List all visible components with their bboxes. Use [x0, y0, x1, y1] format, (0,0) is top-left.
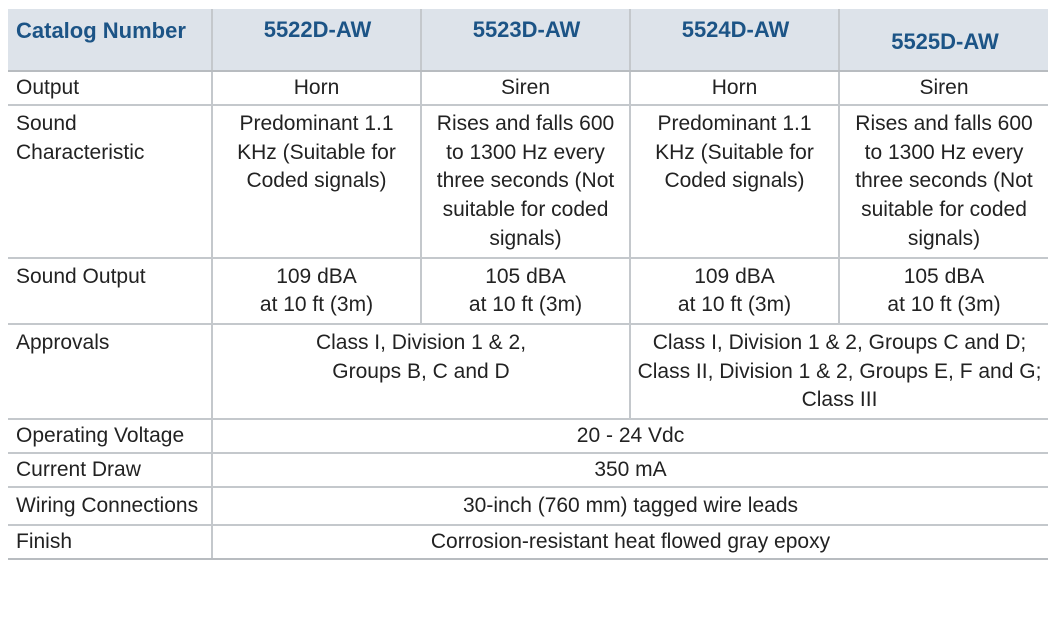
approvals-line: Class I, Division 1 & 2, Groups C and D;	[652, 330, 1027, 354]
sound-distance: at 10 ft (3m)	[259, 293, 374, 317]
approvals-line: Class II, Division 1 & 2, Groups E, F an…	[637, 359, 1042, 412]
cell-sound-characteristic-5523d-aw: Rises and falls 600 to 1300 Hz every thr…	[420, 104, 630, 258]
cell-output-5525d-aw: Siren	[838, 70, 1048, 105]
row-label-sound-characteristic: Sound Characteristic	[8, 104, 212, 258]
cell-approvals-5522d-5523d: Class I, Division 1 & 2, Groups B, C and…	[211, 322, 630, 420]
row-label-wiring-connections: Wiring Connections	[8, 486, 212, 525]
model-header-5525d-aw: 5525D-AW	[838, 9, 1048, 72]
catalog-number-header: Catalog Number	[8, 9, 212, 72]
approvals-line: Class I, Division 1 & 2,	[315, 330, 527, 354]
cell-current-draw: 350 mA	[211, 452, 1048, 488]
row-sound-output: Sound Output 109 dBA at 10 ft (3m) 105 d…	[8, 256, 1048, 324]
row-label-current-draw: Current Draw	[8, 452, 212, 488]
sound-level: 105 dBA	[903, 264, 985, 288]
cell-operating-voltage: 20 - 24 Vdc	[211, 418, 1048, 454]
row-sound-characteristic: Sound Characteristic Predominant 1.1 KHz…	[8, 104, 1048, 258]
row-current-draw: Current Draw 350 mA	[8, 452, 1048, 488]
row-operating-voltage: Operating Voltage 20 - 24 Vdc	[8, 418, 1048, 454]
cell-sound-output-5522d-aw: 109 dBA at 10 ft (3m)	[211, 256, 421, 324]
cell-wiring-connections: 30-inch (760 mm) tagged wire leads	[211, 486, 1048, 525]
row-output: Output Horn Siren Horn Siren	[8, 70, 1048, 105]
sound-distance: at 10 ft (3m)	[887, 293, 1001, 317]
cell-output-5523d-aw: Siren	[420, 70, 630, 105]
approvals-line: Groups B, C and D	[332, 359, 510, 383]
sound-level: 109 dBA	[276, 264, 357, 288]
cell-sound-characteristic-5525d-aw: Rises and falls 600 to 1300 Hz every thr…	[838, 104, 1048, 258]
cell-sound-output-5524d-aw: 109 dBA at 10 ft (3m)	[629, 256, 839, 324]
row-label-approvals: Approvals	[8, 322, 212, 420]
row-label-finish: Finish	[8, 523, 212, 560]
row-label-output: Output	[8, 70, 212, 105]
model-header-5523d-aw: 5523D-AW	[420, 9, 630, 72]
sound-distance: at 10 ft (3m)	[468, 293, 583, 317]
cell-sound-output-5523d-aw: 105 dBA at 10 ft (3m)	[420, 256, 630, 324]
sound-level: 105 dBA	[485, 264, 566, 288]
cell-output-5522d-aw: Horn	[211, 70, 421, 105]
row-approvals: Approvals Class I, Division 1 & 2, Group…	[8, 322, 1048, 420]
specifications-table: Catalog Number 5522D-AW 5523D-AW 5524D-A…	[8, 9, 1048, 560]
cell-output-5524d-aw: Horn	[629, 70, 839, 105]
cell-sound-characteristic-5522d-aw: Predominant 1.1 KHz (Suitable for Coded …	[211, 104, 421, 258]
row-wiring-connections: Wiring Connections 30-inch (760 mm) tagg…	[8, 486, 1048, 525]
row-label-sound-output: Sound Output	[8, 256, 212, 324]
cell-sound-output-5525d-aw: 105 dBA at 10 ft (3m)	[838, 256, 1048, 324]
model-header-5524d-aw: 5524D-AW	[629, 9, 839, 72]
model-header-5522d-aw: 5522D-AW	[211, 9, 421, 72]
cell-sound-characteristic-5524d-aw: Predominant 1.1 KHz (Suitable for Coded …	[629, 104, 839, 258]
row-label-operating-voltage: Operating Voltage	[8, 418, 212, 454]
row-finish: Finish Corrosion-resistant heat flowed g…	[8, 523, 1048, 560]
header-row: Catalog Number 5522D-AW 5523D-AW 5524D-A…	[8, 9, 1048, 72]
cell-approvals-5524d-5525d: Class I, Division 1 & 2, Groups C and D;…	[629, 322, 1048, 420]
sound-distance: at 10 ft (3m)	[677, 293, 792, 317]
sound-level: 109 dBA	[694, 264, 775, 288]
cell-finish: Corrosion-resistant heat flowed gray epo…	[211, 523, 1048, 560]
